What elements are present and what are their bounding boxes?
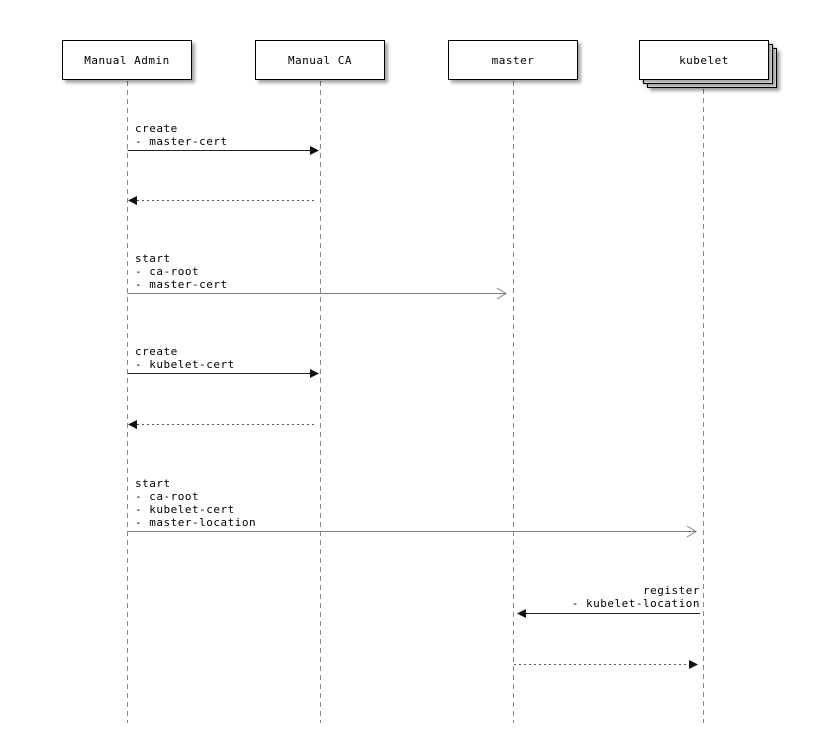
message-3-label: start - ca-root - master-cert — [135, 252, 228, 291]
actor-label-manual-admin: Manual Admin — [84, 53, 170, 67]
message-4-label: create - kubelet-cert — [135, 345, 235, 371]
message-7-label: register - kubelet-location — [571, 584, 700, 610]
actor-box-kubelet: kubelet — [639, 40, 769, 80]
actor-label-master: master — [491, 53, 535, 67]
message-3-arrowhead — [496, 287, 507, 300]
message-5-arrowhead — [128, 420, 137, 429]
actor-box-master: master — [448, 40, 578, 80]
message-7-arrowhead — [517, 609, 526, 618]
message-1-label: create - master-cert — [135, 122, 228, 148]
actor-box-kubelet-stack: kubelet — [639, 40, 785, 96]
message-8-arrowhead — [689, 660, 698, 669]
message-6-label: start - ca-root - kubelet-cert - master-… — [135, 477, 257, 529]
actor-box-manual-ca: Manual CA — [255, 40, 385, 80]
message-6-arrowhead — [686, 525, 697, 538]
message-4-arrowhead — [310, 369, 319, 378]
actor-box-manual-admin: Manual Admin — [62, 40, 192, 80]
actor-label-manual-ca: Manual CA — [287, 53, 353, 67]
message-1-arrowhead — [310, 146, 319, 155]
actor-label-kubelet: kubelet — [679, 53, 729, 67]
message-2-arrowhead — [128, 196, 137, 205]
